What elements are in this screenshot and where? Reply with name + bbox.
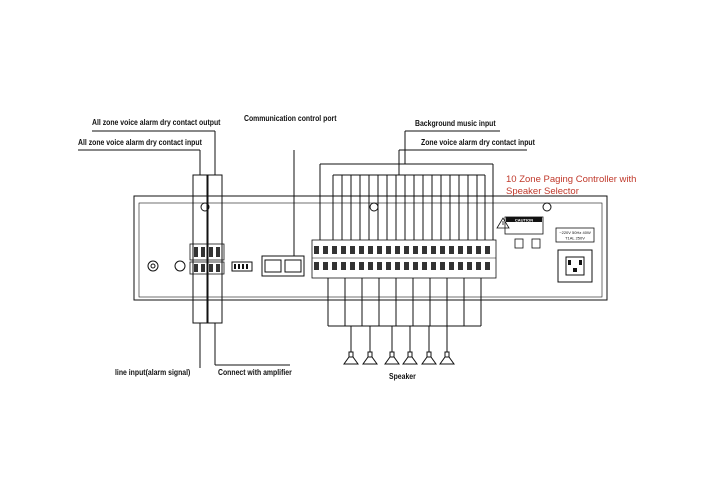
caution-text: CAUTION [515, 218, 533, 223]
zone-connector-row [311, 239, 497, 279]
mic-jack [147, 260, 159, 272]
inlet-pin [573, 268, 577, 272]
speaker-icon [402, 351, 418, 365]
screw [542, 202, 552, 212]
terminal-strip [189, 261, 225, 275]
title-line-1: 10 Zone Paging Controller with [506, 174, 637, 185]
label-dry-contact-input: All zone voice alarm dry contact input [78, 138, 202, 147]
dip-switch [231, 261, 253, 272]
label-background-music: Background music input [415, 119, 496, 128]
rj45-block [261, 255, 305, 277]
power-rating-1: ~220V 50Hz 40W [559, 230, 591, 235]
speaker-icon [362, 351, 378, 365]
cert-mark-weee-icon [531, 238, 541, 249]
label-amplifier: Connect with amplifier [218, 368, 292, 377]
caution-header [506, 217, 542, 222]
title-line-2: Speaker Selector [506, 186, 579, 197]
chassis [133, 195, 608, 301]
terminal-strip [189, 243, 225, 261]
label-communication-port: Communication control port [244, 114, 337, 123]
speaker-icon [439, 351, 455, 365]
mic-jack-inner [150, 263, 156, 269]
power-rating-2: T1AL 250V [565, 236, 585, 241]
inlet-pin [579, 260, 582, 265]
ce-mark-icon [514, 238, 524, 249]
screw [200, 202, 210, 212]
label-line-input: line input(alarm signal) [115, 368, 191, 377]
warning-triangle-icon [496, 217, 510, 229]
rj45-port-1 [264, 259, 282, 273]
volume-knob [174, 260, 186, 272]
rj45-port-2 [284, 259, 302, 273]
screw [369, 202, 379, 212]
chassis-inner [138, 202, 603, 298]
label-speaker: Speaker [389, 372, 416, 381]
label-zone-dry-contact: Zone voice alarm dry contact input [421, 138, 535, 147]
speaker-icon [343, 351, 359, 365]
inlet-pin [568, 260, 571, 265]
label-dry-contact-output: All zone voice alarm dry contact output [92, 118, 221, 127]
power-inlet [557, 249, 593, 283]
speaker-icon [421, 351, 437, 365]
speaker-icon [384, 351, 400, 365]
power-inlet-socket [565, 256, 585, 276]
power-rating-box [555, 227, 595, 243]
